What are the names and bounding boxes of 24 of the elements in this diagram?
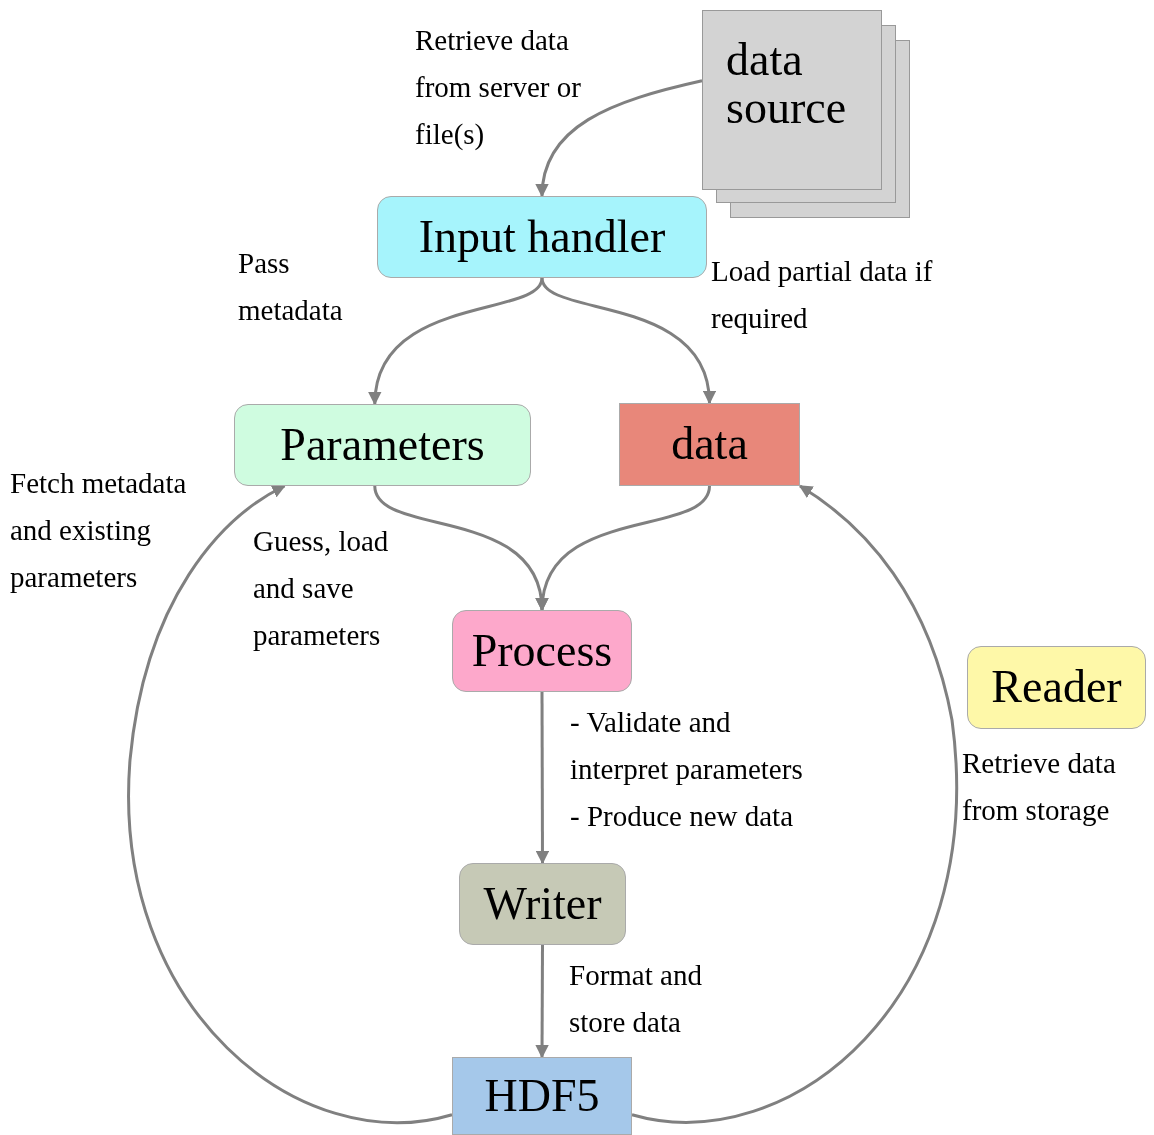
node-caption: Retrieve data from storage: [962, 746, 1117, 828]
process-box: Writer: [459, 863, 626, 945]
arrow: [537, 485, 711, 612]
edge-label: - Validate and interpret parameters: [570, 705, 804, 787]
edge-label: Pass metadata: [238, 246, 344, 328]
data-box: data: [619, 403, 800, 486]
arrow: [127, 484, 453, 1124]
arrow: [369, 277, 544, 406]
arrow: [540, 277, 715, 405]
process-box: Parameters: [234, 404, 531, 486]
arrow: [631, 484, 959, 1124]
edge-label: Load partial data if required: [711, 254, 934, 336]
edge-label: Retrieve data from server or file(s): [415, 23, 582, 152]
process-box: Reader: [967, 646, 1146, 729]
arrow: [535, 692, 550, 865]
process-box: Process: [452, 610, 632, 692]
note-text: - Produce new data: [570, 799, 795, 834]
storage-box: HDF5: [452, 1057, 632, 1135]
arrow: [536, 79, 703, 198]
edge-label: Guess, load and save parameters: [253, 524, 390, 653]
process-box: Input handler: [377, 196, 707, 278]
arrow: [535, 945, 549, 1059]
edge-label: Format and store data: [569, 958, 703, 1040]
edge-label: Fetch metadata and existing parameters: [10, 466, 188, 595]
